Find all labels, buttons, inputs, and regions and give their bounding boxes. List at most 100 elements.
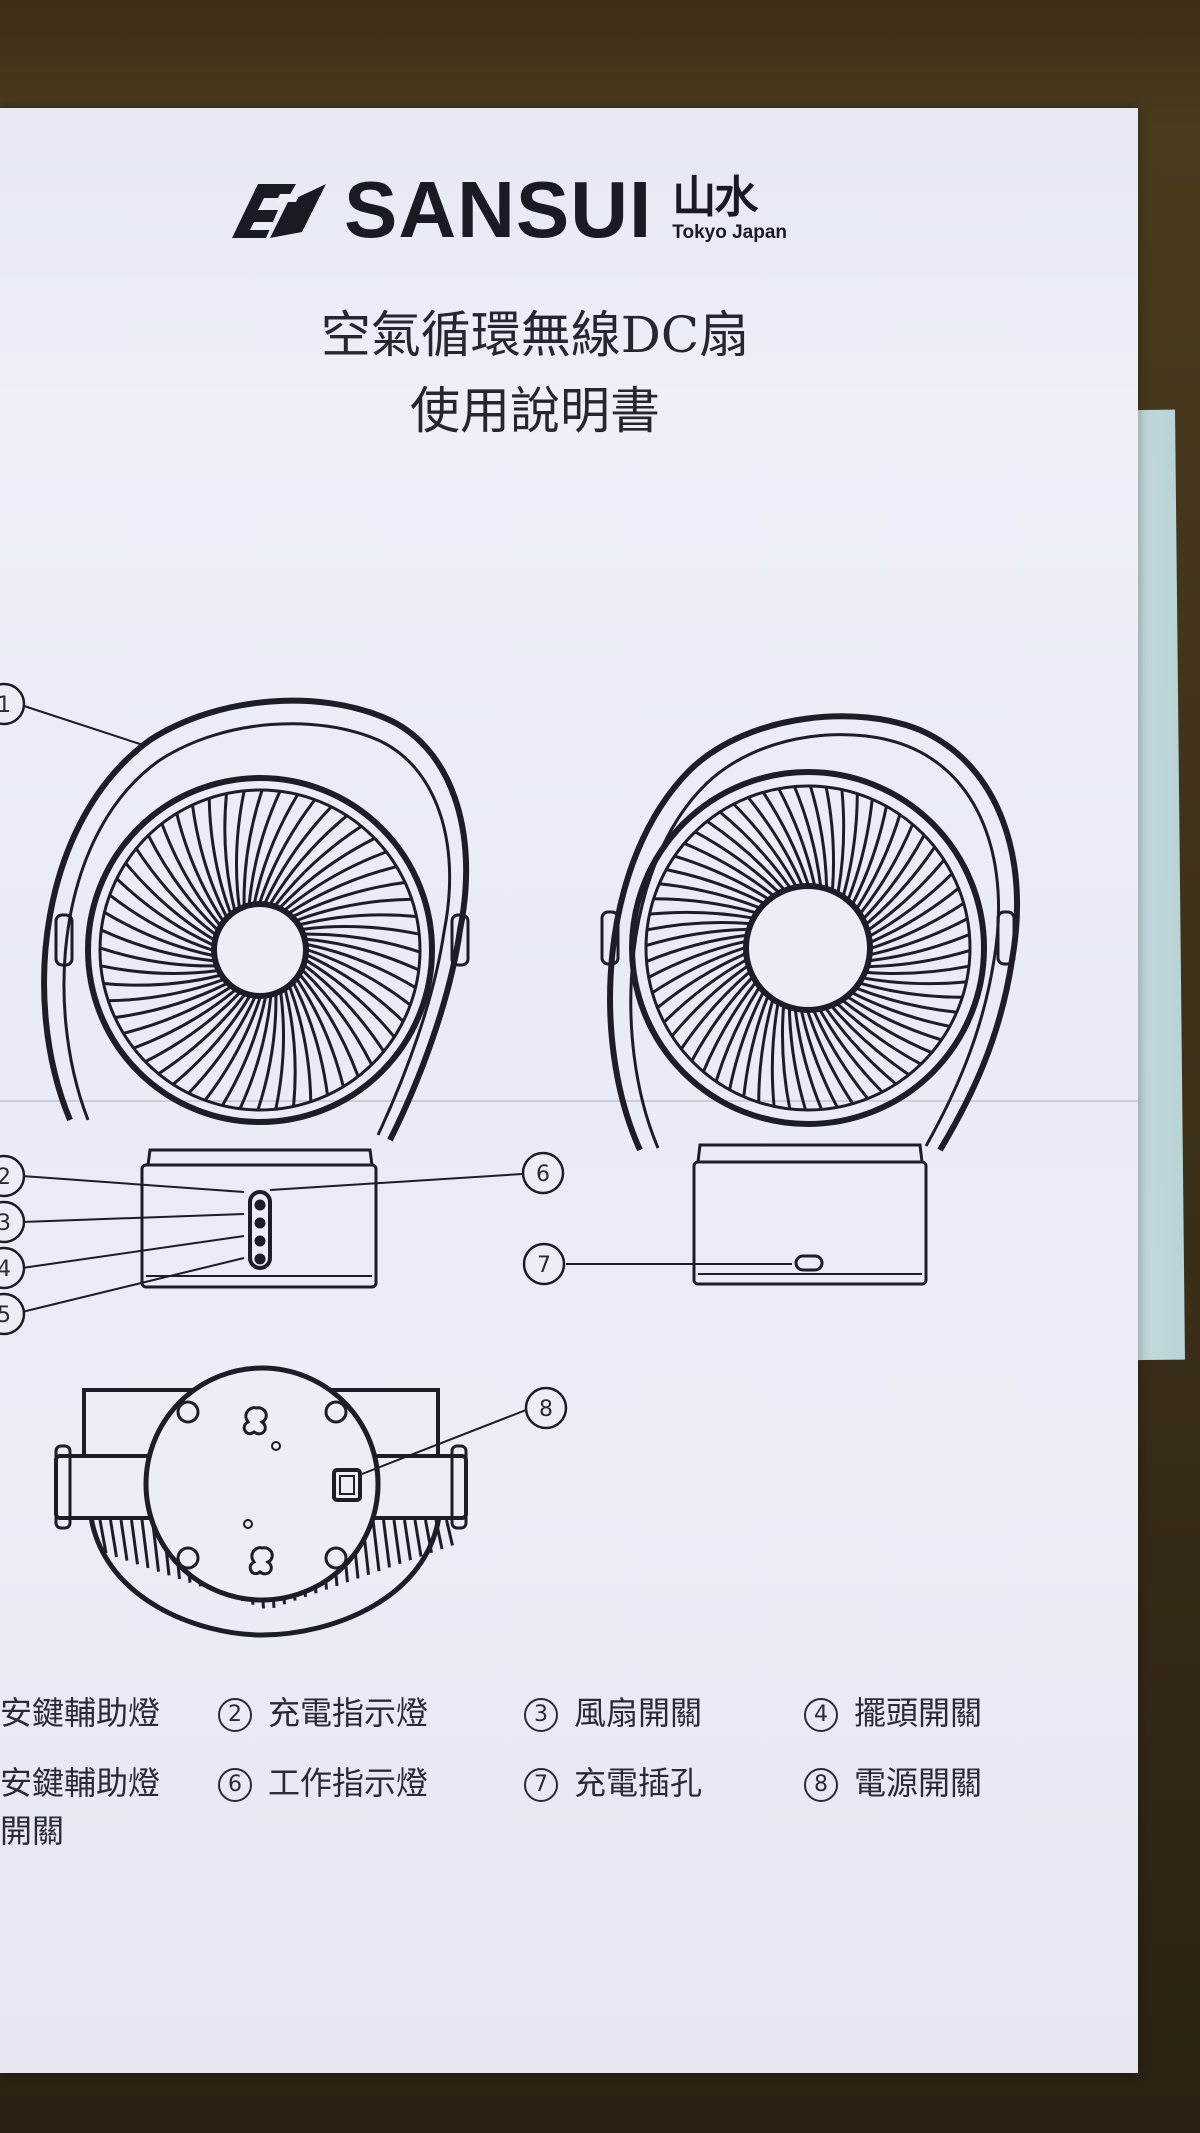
grille-spoke [99,946,215,968]
callout-4 [0,1246,26,1290]
grille-spoke [842,793,859,896]
callout-label: 8 [539,1397,553,1422]
grille-spoke [274,825,363,906]
grille-spoke [306,959,396,1038]
legend-label: 安鍵輔助燈 [0,1694,161,1732]
grille-spoke [847,799,874,900]
grille-spoke [258,798,317,903]
bottom-view-drawing [54,1365,468,1638]
callout-6 [521,1151,565,1195]
grille-spoke [714,987,760,1082]
grille-spoke [284,990,297,1107]
grille-spoke [780,1006,792,1110]
grille-spoke [863,834,926,919]
grille-spoke [831,1006,910,1076]
grille-spoke [292,983,329,1096]
grille-spoke [264,805,333,903]
grille-spoke [819,1010,884,1094]
legend-number: 7 [524,1768,558,1802]
grille-spoke [747,796,804,885]
grille-spoke [870,872,954,937]
grille-spoke [203,997,262,1102]
grille-spoke [221,997,267,1107]
grille-spoke [680,971,750,1050]
grille-line [434,1519,444,1550]
legend-label: 充電指示燈 [268,1694,429,1732]
grille-line [371,1519,381,1572]
grille-spoke [856,814,902,909]
grille-spoke [683,842,774,896]
grille-spoke [284,850,387,911]
grille-spoke [812,1011,869,1100]
grille-spoke [851,806,888,904]
grille-spoke [103,911,213,957]
grille-line [119,1519,129,1561]
brand-subtitle: Tokyo Japan [672,222,787,243]
grille-spoke [307,948,412,1007]
grille-spoke [133,989,236,1050]
grille-line [424,1519,433,1554]
grille-line [403,1519,412,1561]
front-fan-drawing [41,697,470,1289]
grille-spoke [793,786,822,886]
callout-label: 3 [0,1211,11,1236]
callout-label: 1 [0,693,11,718]
legend-item-5: 安鍵輔助燈 [0,1764,160,1802]
document-title: 空氣循環無線DC扇 [320,306,750,364]
grille-spoke [100,964,217,976]
grille-spoke [656,952,745,1009]
fold-line [0,1100,1138,1102]
grille-spoke [757,1000,774,1103]
grille-spoke [144,992,241,1063]
grille-line [445,1519,454,1546]
grille-spoke [646,934,746,963]
grille-spoke [135,847,216,936]
grille-spoke [666,868,764,905]
grille-spoke [274,993,286,1110]
callout-3 [0,1200,26,1244]
grille-spoke [866,846,936,925]
grille-spoke [645,927,747,948]
brand-name: SANSUI [344,165,653,254]
grille-spoke [728,992,765,1090]
grille-spoke [115,877,213,946]
grille-spoke [647,940,745,979]
legend-label: 電源開關 [854,1764,983,1802]
grille-spoke [114,982,227,1019]
grille-line [413,1519,423,1557]
grille-spoke [296,897,412,922]
legend-number: 3 [524,1698,558,1732]
grille-spoke [242,789,264,905]
grille-spoke [100,928,214,963]
callout-7 [522,1242,566,1286]
callout-1 [0,682,26,726]
legend-number: 4 [804,1698,838,1732]
callout-label: 7 [537,1253,551,1278]
legend-item-5-continued: 開關 [0,1812,64,1850]
grille-spoke [303,924,420,936]
grille-spoke [289,865,397,914]
grille-spoke [157,994,246,1075]
grille-spoke [651,946,745,995]
grille-spoke [825,1008,897,1086]
brand-logo: SANSUI 山水 Tokyo Japan [218,160,787,260]
grille-spoke [305,932,421,954]
grille-spoke [124,862,214,941]
grille-spoke [670,965,748,1037]
grille-line [130,1519,139,1565]
grille-spoke [256,995,278,1111]
legend-item-8: 8 電源開關 [804,1764,982,1802]
grille-spoke [800,1011,839,1109]
grille-spoke [869,948,971,969]
grille-spoke [694,830,779,893]
grille-spoke [770,1004,780,1107]
legend-number: 8 [804,1768,838,1802]
grille-spoke [860,823,914,914]
grille-spoke [307,954,405,1023]
grille-line [98,1519,108,1554]
grille-spoke [777,787,816,885]
grille-spoke [307,943,417,989]
